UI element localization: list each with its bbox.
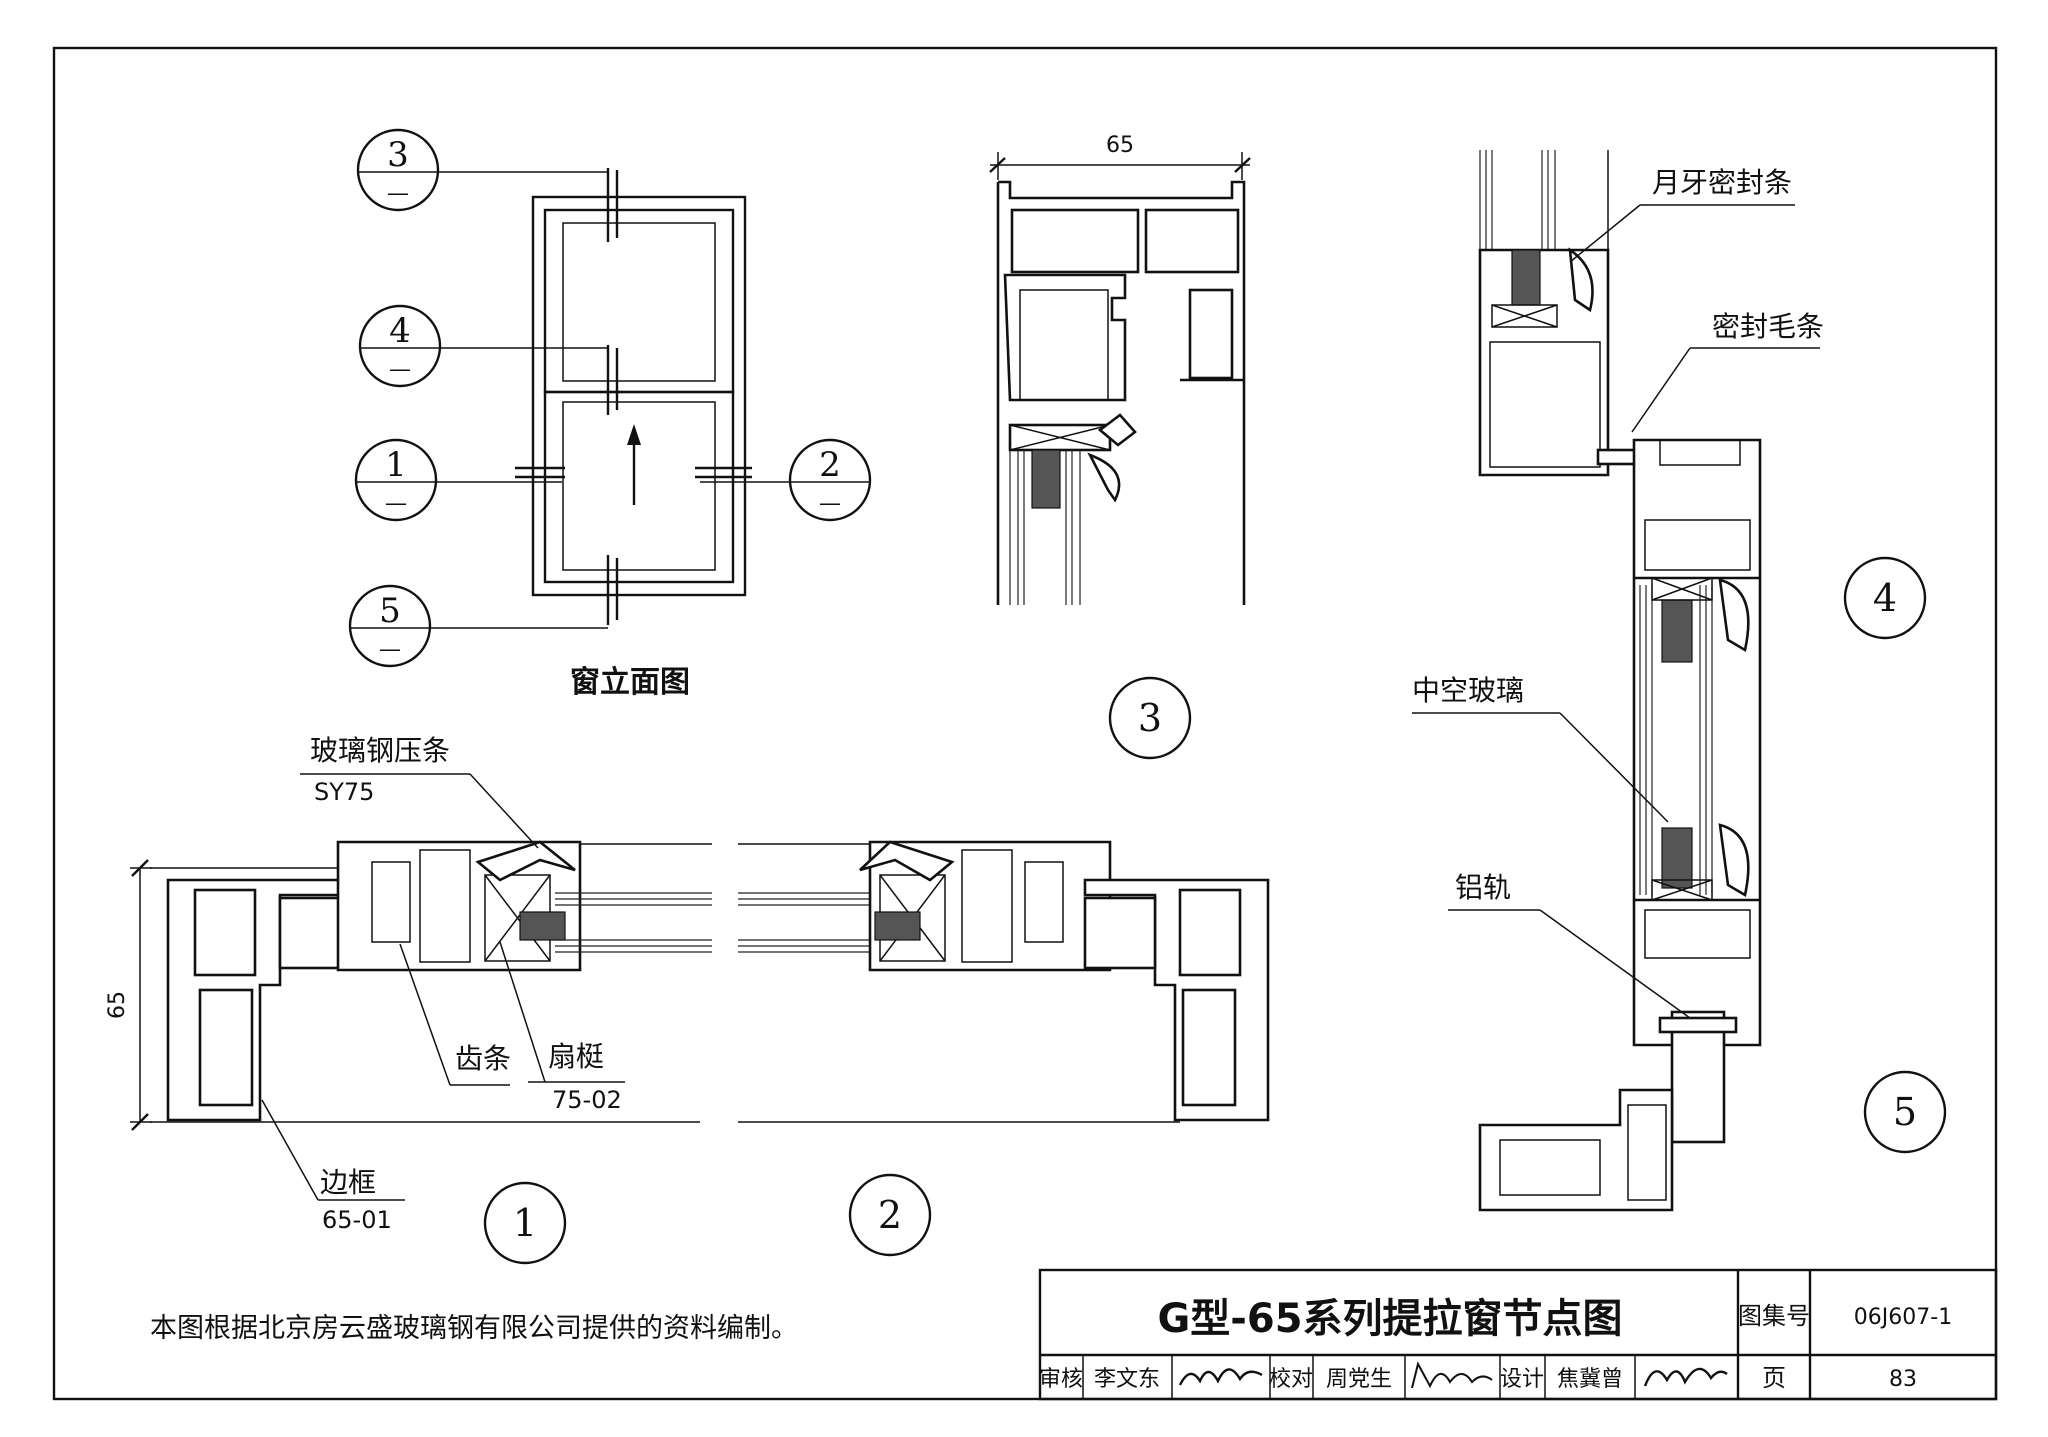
elevation-marker-2: 2 — [788,438,872,522]
marker-2-number: 2 [819,445,841,485]
label-glazing-bead: 玻璃钢压条 [310,734,450,767]
marker-5-sub: — [379,637,401,662]
detail-1-section: 65 [105,840,712,1131]
drawing-title: G型-65系列提拉窗节点图 [1157,1296,1622,1342]
detail-3-marker [1108,676,1192,760]
design-label: 设计 [1500,1367,1544,1392]
marker-1-sub: — [385,491,407,516]
label-sash-stile: 扇梃 [548,1040,604,1073]
elevation-title: 窗立面图 [570,665,690,700]
marker-4-number: 4 [389,311,411,351]
checker-name: 周党生 [1326,1367,1392,1392]
detail-4-number: 4 [1873,576,1897,620]
marker-3-number: 3 [387,135,409,175]
marker-1-number: 1 [385,445,407,485]
label-tooth-strip: 齿条 [455,1042,511,1075]
detail-1-marker [483,1181,567,1265]
elevation-marker-3: 3 — [356,128,440,212]
label-sash-stile-code: 75-02 [552,1086,622,1114]
reviewer-name: 李文东 [1094,1367,1160,1392]
detail-3-section: 65 [989,133,1251,605]
label-glazing-bead-code: SY75 [314,778,374,806]
page-label: 页 [1762,1364,1786,1392]
dim-65-left: 65 [105,991,130,1019]
label-seal-brush: 密封毛条 [1712,310,1824,343]
atlas-number-label: 图集号 [1738,1302,1810,1330]
marker-5-number: 5 [379,591,401,631]
label-side-frame: 边框 [320,1166,376,1199]
elevation-marker-4: 4 — [358,304,442,388]
elevation-marker-1: 1 — [354,438,438,522]
detail-2-section [738,840,1270,1123]
detail-1-number: 1 [513,1201,537,1245]
designer-signature [1643,1367,1728,1387]
source-note: 本图根据北京房云盛玻璃钢有限公司提供的资料编制。 [150,1313,798,1344]
marker-4-sub: — [389,357,411,382]
label-hollow-glass: 中空玻璃 [1412,674,1524,707]
dim-65-top: 65 [1106,133,1134,158]
check-label: 校对 [1269,1367,1313,1392]
label-aluminum-rail: 铝轨 [1455,871,1511,904]
detail-3-number: 3 [1138,696,1162,740]
detail-4-marker [1843,556,1927,640]
elevation-marker-5: 5 — [348,584,432,668]
marker-2-sub: — [819,491,841,516]
review-label: 审核 [1039,1367,1083,1392]
label-side-frame-code: 65-01 [322,1206,392,1234]
detail-5-number: 5 [1893,1090,1917,1134]
label-crescent-seal: 月牙密封条 [1652,166,1792,199]
page-number: 83 [1889,1367,1917,1392]
atlas-number: 06J607-1 [1854,1305,1952,1330]
marker-3-sub: — [387,181,409,206]
detail-2-marker [848,1173,932,1257]
detail-4-5-section [1478,150,1762,1212]
detail-5-marker [1863,1070,1947,1154]
window-elevation [430,168,790,629]
title-block [1038,1268,1998,1401]
checker-signature [1411,1361,1493,1389]
reviewer-signature [1178,1368,1263,1386]
detail-2-number: 2 [878,1193,902,1237]
designer-name: 焦冀曾 [1557,1367,1623,1392]
sheet-border [52,46,1998,1401]
